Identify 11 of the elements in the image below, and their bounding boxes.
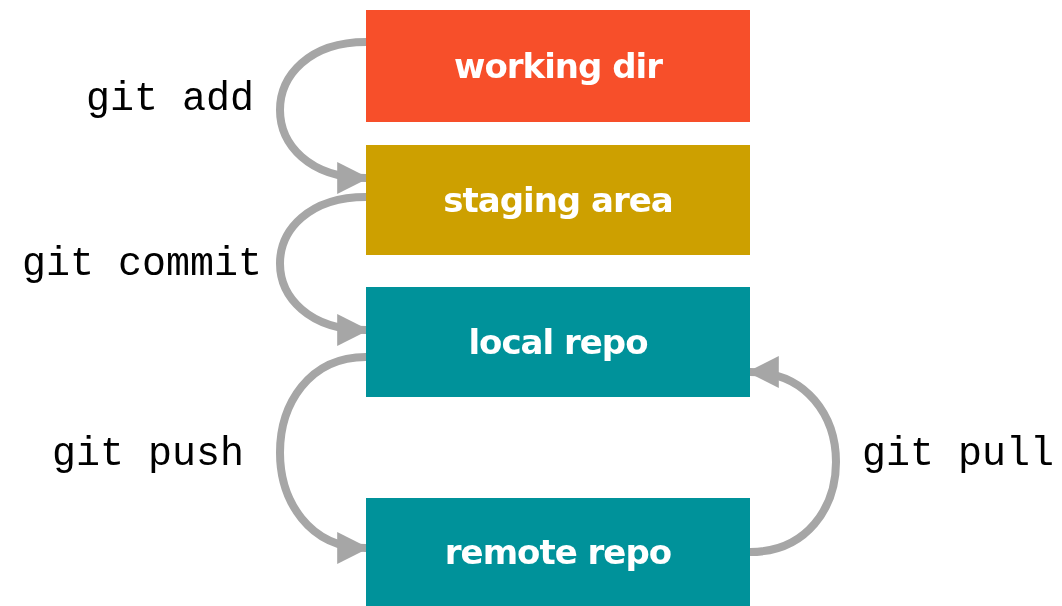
process-box xyxy=(366,498,750,606)
process-box xyxy=(366,10,750,122)
edge-label: git add xyxy=(86,80,254,120)
box-label: remote repo xyxy=(444,532,672,572)
box-label: staging area xyxy=(443,180,673,220)
edge-label: git pull xyxy=(862,435,1054,475)
box-label: working dir xyxy=(454,46,662,86)
edge-label: git push xyxy=(52,435,244,475)
box-label: local repo xyxy=(468,322,648,362)
process-box xyxy=(366,287,750,397)
process-box xyxy=(366,145,750,255)
